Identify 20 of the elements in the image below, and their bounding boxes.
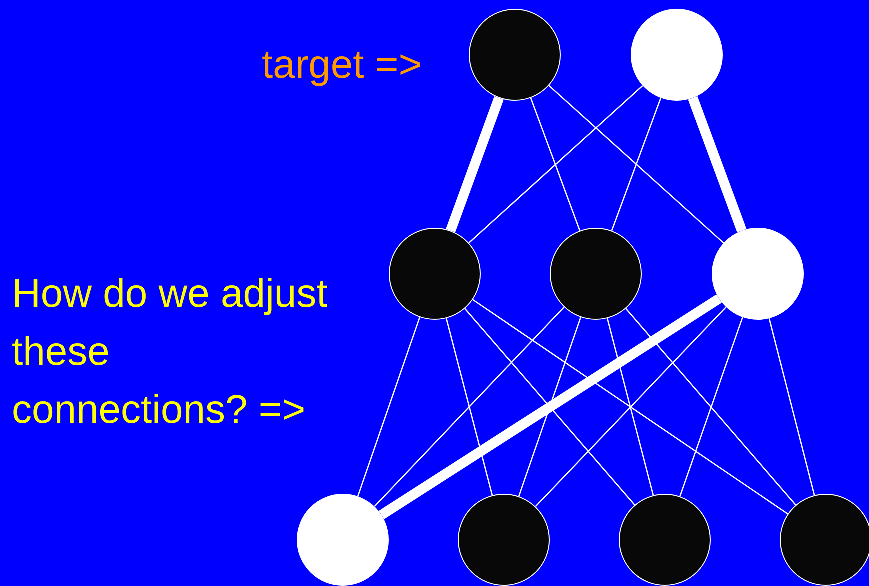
target-label: target => [262, 42, 424, 89]
connection-line [535, 306, 727, 508]
connection-line [518, 317, 582, 497]
connection-line [464, 308, 636, 506]
connection-line [548, 85, 724, 244]
connection-line [472, 299, 788, 515]
connection-line [688, 96, 747, 233]
connection-line [530, 98, 581, 232]
connection-line [446, 96, 504, 232]
connection-line [357, 317, 421, 497]
connection-line [606, 318, 654, 496]
connection-line [446, 318, 494, 496]
question-text: How do we adjust these connections? => [12, 271, 329, 434]
connection-line [611, 98, 662, 232]
connection-line [768, 318, 816, 496]
connection-line [374, 306, 565, 508]
connection-line [468, 85, 644, 244]
connection-line [626, 308, 796, 506]
connection-line [379, 294, 722, 520]
connection-line [680, 317, 744, 497]
